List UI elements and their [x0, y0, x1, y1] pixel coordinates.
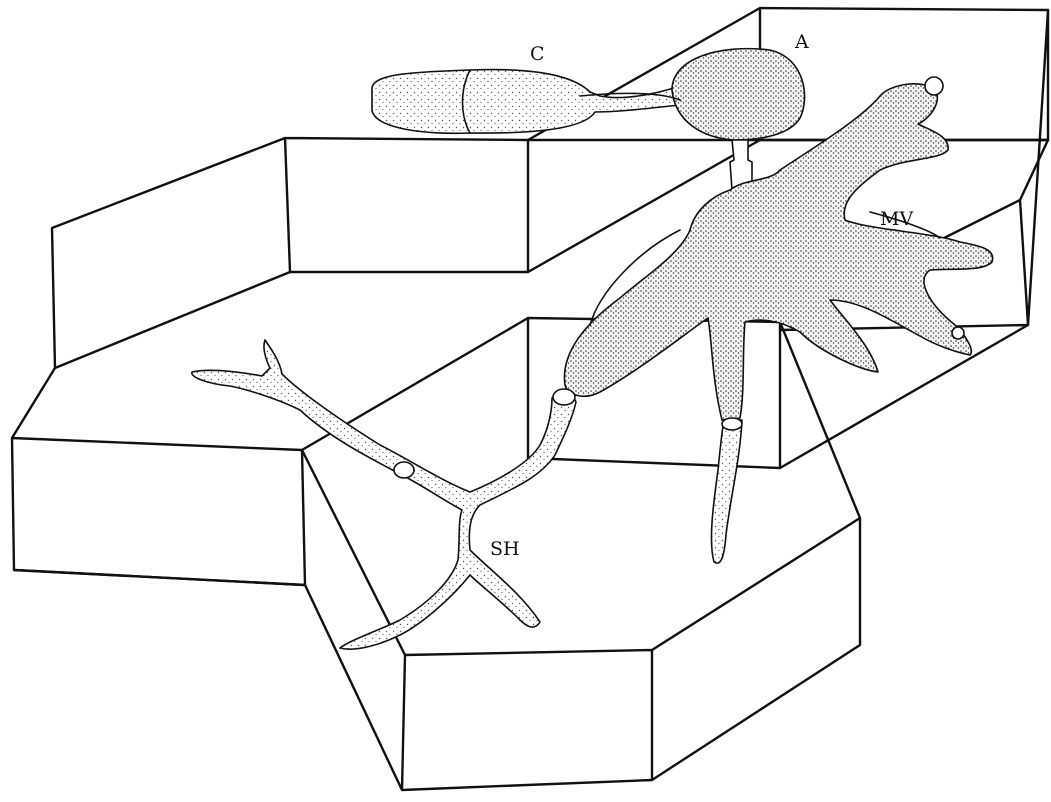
label-a: A	[794, 31, 809, 53]
auxiliary-body-a	[672, 49, 805, 140]
vesicle-tip-ring-top	[925, 77, 943, 95]
hypha-septum-ring	[722, 418, 742, 430]
subtending-hypha-sh	[192, 340, 576, 649]
hypha-septum-ring-left	[394, 462, 414, 478]
vesicle-tip-ring-right	[952, 327, 964, 339]
cell-upper-left	[52, 138, 528, 368]
label-c: C	[530, 43, 545, 65]
label-sh: SH	[490, 538, 520, 560]
label-mv: MV	[880, 208, 913, 230]
descending-hypha	[711, 420, 742, 563]
cell-middle-left	[12, 318, 780, 585]
hypha-septum-ring-upper	[553, 389, 575, 405]
